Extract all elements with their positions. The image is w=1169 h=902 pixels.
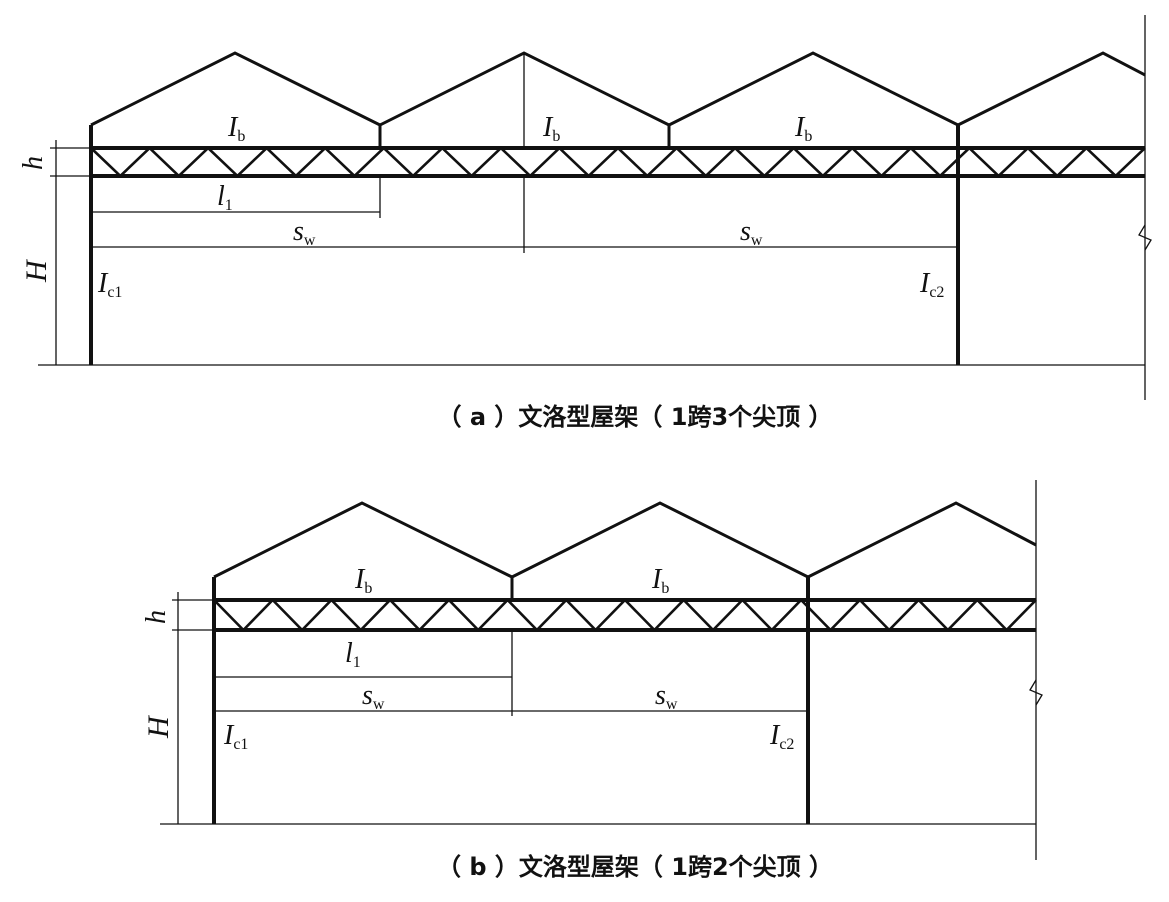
label-a-Ib-1: Ib <box>227 112 245 145</box>
roof-b-peak-3 <box>807 501 1037 579</box>
diagram-a: h H Ib Ib Ib l1 sw sw Ic1 Ic2 <box>18 15 1152 431</box>
truss-b-web <box>213 598 1037 632</box>
caption-a: （ a ）文洛型屋架（ 1跨3个尖顶 ） <box>437 403 832 431</box>
roof-a-peak-3 <box>668 51 959 127</box>
roof-b-peak-1 <box>213 501 513 579</box>
label-b-l1: l1 <box>345 638 361 671</box>
label-b-Ib-2: Ib <box>651 564 669 597</box>
label-a-l1: l1 <box>217 181 233 214</box>
label-a-Ic1: Ic1 <box>97 268 122 301</box>
label-b-sw-1: sw <box>362 680 385 713</box>
roof-b-peak-2 <box>511 501 809 579</box>
label-a-sw-2: sw <box>740 216 763 249</box>
roof-a-peak-4 <box>957 51 1146 127</box>
label-a-Ib-2: Ib <box>542 112 560 145</box>
label-a-Ib-3: Ib <box>794 112 812 145</box>
truss-a-web-zigzag <box>90 146 1146 178</box>
caption-b: （ b ）文洛型屋架（ 1跨2个尖顶 ） <box>437 853 833 881</box>
label-b-H: H <box>142 714 175 739</box>
label-a-Ic2: Ic2 <box>919 268 944 301</box>
label-b-Ic1: Ic1 <box>223 720 248 753</box>
label-b-Ib-1: Ib <box>354 564 372 597</box>
label-b-sw-2: sw <box>655 680 678 713</box>
label-a-H: H <box>20 258 53 283</box>
diagram-b: h H Ib Ib l1 sw sw Ic1 Ic2 （ b ）文洛型屋架（ 1… <box>141 480 1043 881</box>
break-mark-a <box>1138 224 1152 251</box>
truss-b-web-zigzag <box>213 598 1037 632</box>
label-b-h: h <box>141 610 172 624</box>
roof-a-peak-1 <box>90 51 381 127</box>
break-mark-b <box>1029 679 1043 706</box>
truss-a-web <box>90 146 1146 178</box>
label-b-Ic2: Ic2 <box>769 720 794 753</box>
label-a-sw-1: sw <box>293 216 316 249</box>
label-a-h: h <box>18 156 49 170</box>
